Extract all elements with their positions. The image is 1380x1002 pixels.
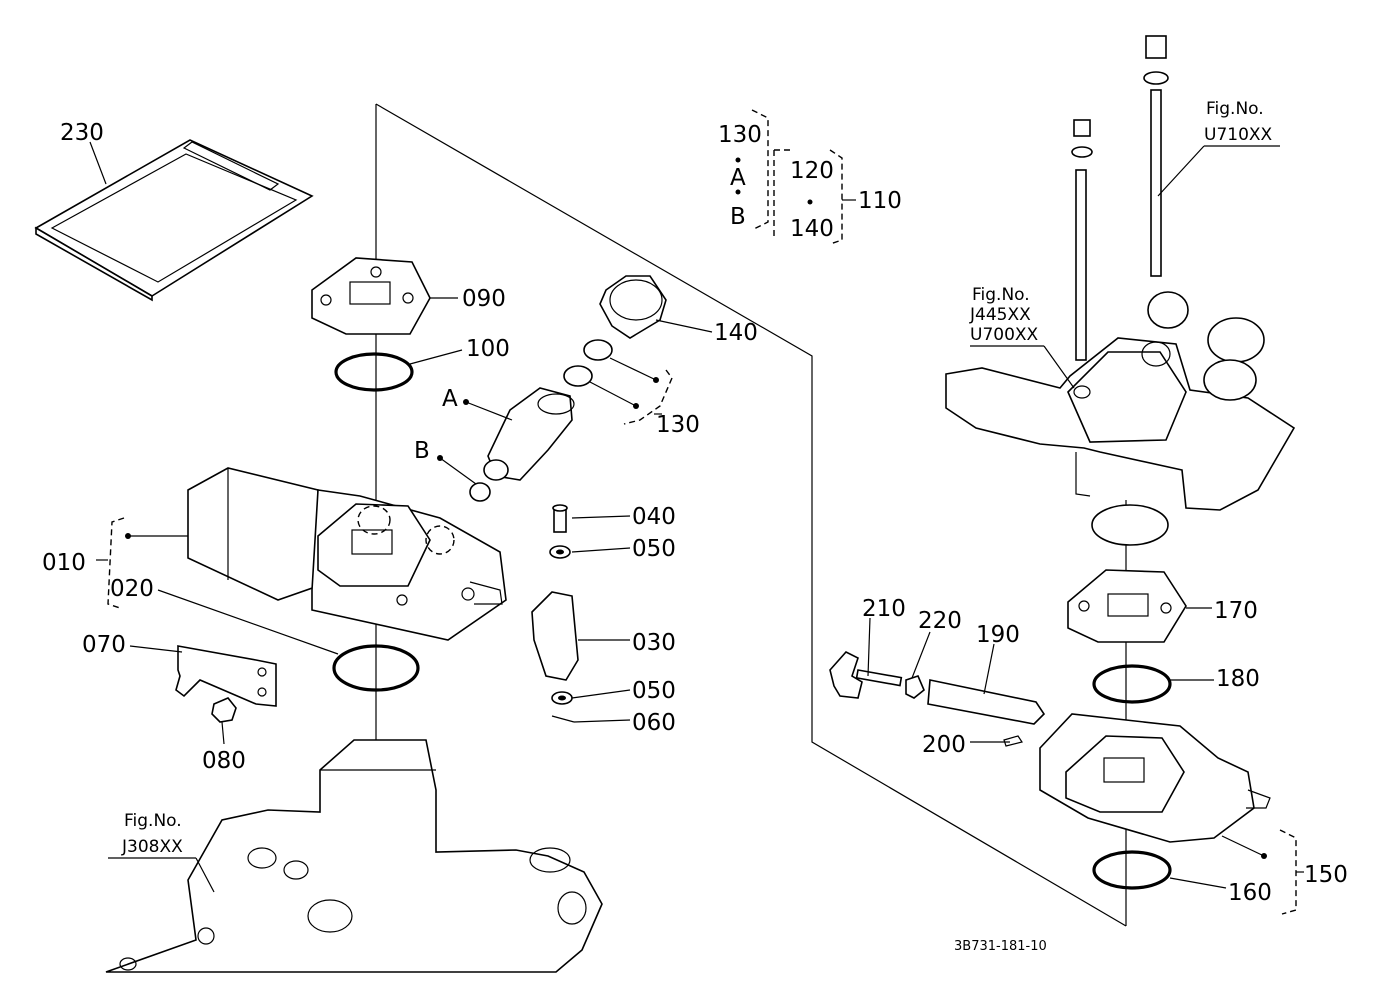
valve-block-150 — [1039, 713, 1271, 843]
valve-body-010 — [187, 467, 507, 641]
label-150: 150 — [1304, 862, 1348, 888]
label-100: 100 — [466, 336, 510, 362]
label-060: 060 — [632, 710, 676, 736]
cover-plate-170 — [1067, 569, 1187, 643]
label-130: 130 — [656, 412, 700, 438]
label-050-bottom: 050 — [632, 678, 676, 704]
legend-b: B — [730, 204, 746, 230]
fig-ref-j445-label: Fig.No. — [972, 285, 1030, 305]
control-valve-assembly — [945, 291, 1296, 511]
label-230: 230 — [60, 120, 104, 146]
set-legend: 130 A B 120 140 110 — [718, 109, 902, 245]
drawing-code: 3B731-181-10 — [954, 939, 1047, 954]
fig-ref-j445-number: J445XX — [969, 305, 1031, 325]
legend-140: 140 — [790, 216, 834, 242]
label-140: 140 — [714, 320, 758, 346]
legend-110: 110 — [858, 188, 902, 214]
label-090: 090 — [462, 286, 506, 312]
exploded-view-frame — [375, 103, 1127, 972]
fig-ref-j308-label: Fig.No. — [124, 811, 182, 831]
manual-book — [34, 139, 314, 302]
label-030: 030 — [632, 630, 676, 656]
fig-ref-j308-number: J308XX — [121, 837, 183, 857]
o-ring-100 — [334, 352, 414, 392]
label-050-top: 050 — [632, 536, 676, 562]
stud-bolts — [1071, 35, 1169, 361]
label-a: A — [442, 386, 458, 412]
o-ring-thin — [1091, 504, 1169, 546]
cartridge-assembly — [469, 275, 667, 502]
cover-plate-090 — [311, 257, 431, 335]
fig-ref-u710-label: Fig.No. — [1206, 99, 1264, 119]
fig-ref-u710-number: U710XX — [1204, 125, 1273, 145]
label-180: 180 — [1216, 666, 1260, 692]
part-labels: 230 090 100 140 130 A B 010 020 040 050 … — [42, 120, 1348, 906]
label-220: 220 — [918, 608, 962, 634]
label-070: 070 — [82, 632, 126, 658]
o-ring-180 — [1092, 664, 1172, 704]
o-ring-020 — [332, 644, 420, 692]
fig-ref-u700-number: U700XX — [970, 325, 1039, 345]
label-b: B — [414, 438, 430, 464]
legend-130: 130 — [718, 122, 762, 148]
label-160: 160 — [1228, 880, 1272, 906]
o-ring-160 — [1092, 850, 1172, 890]
label-170: 170 — [1214, 598, 1258, 624]
figure-references: Fig.No. J308XX Fig.No. U710XX Fig.No. J4… — [121, 99, 1273, 857]
label-040: 040 — [632, 504, 676, 530]
lever-bracket-parts — [531, 504, 579, 723]
legend-a: A — [730, 165, 746, 191]
label-080: 080 — [202, 748, 246, 774]
leader-lines — [89, 141, 1304, 915]
plate-070 — [175, 645, 277, 723]
label-010: 010 — [42, 550, 86, 576]
label-200: 200 — [922, 732, 966, 758]
legend-120: 120 — [790, 158, 834, 184]
label-210: 210 — [862, 596, 906, 622]
transmission-housing — [105, 739, 603, 973]
label-190: 190 — [976, 622, 1020, 648]
label-020: 020 — [110, 576, 154, 602]
